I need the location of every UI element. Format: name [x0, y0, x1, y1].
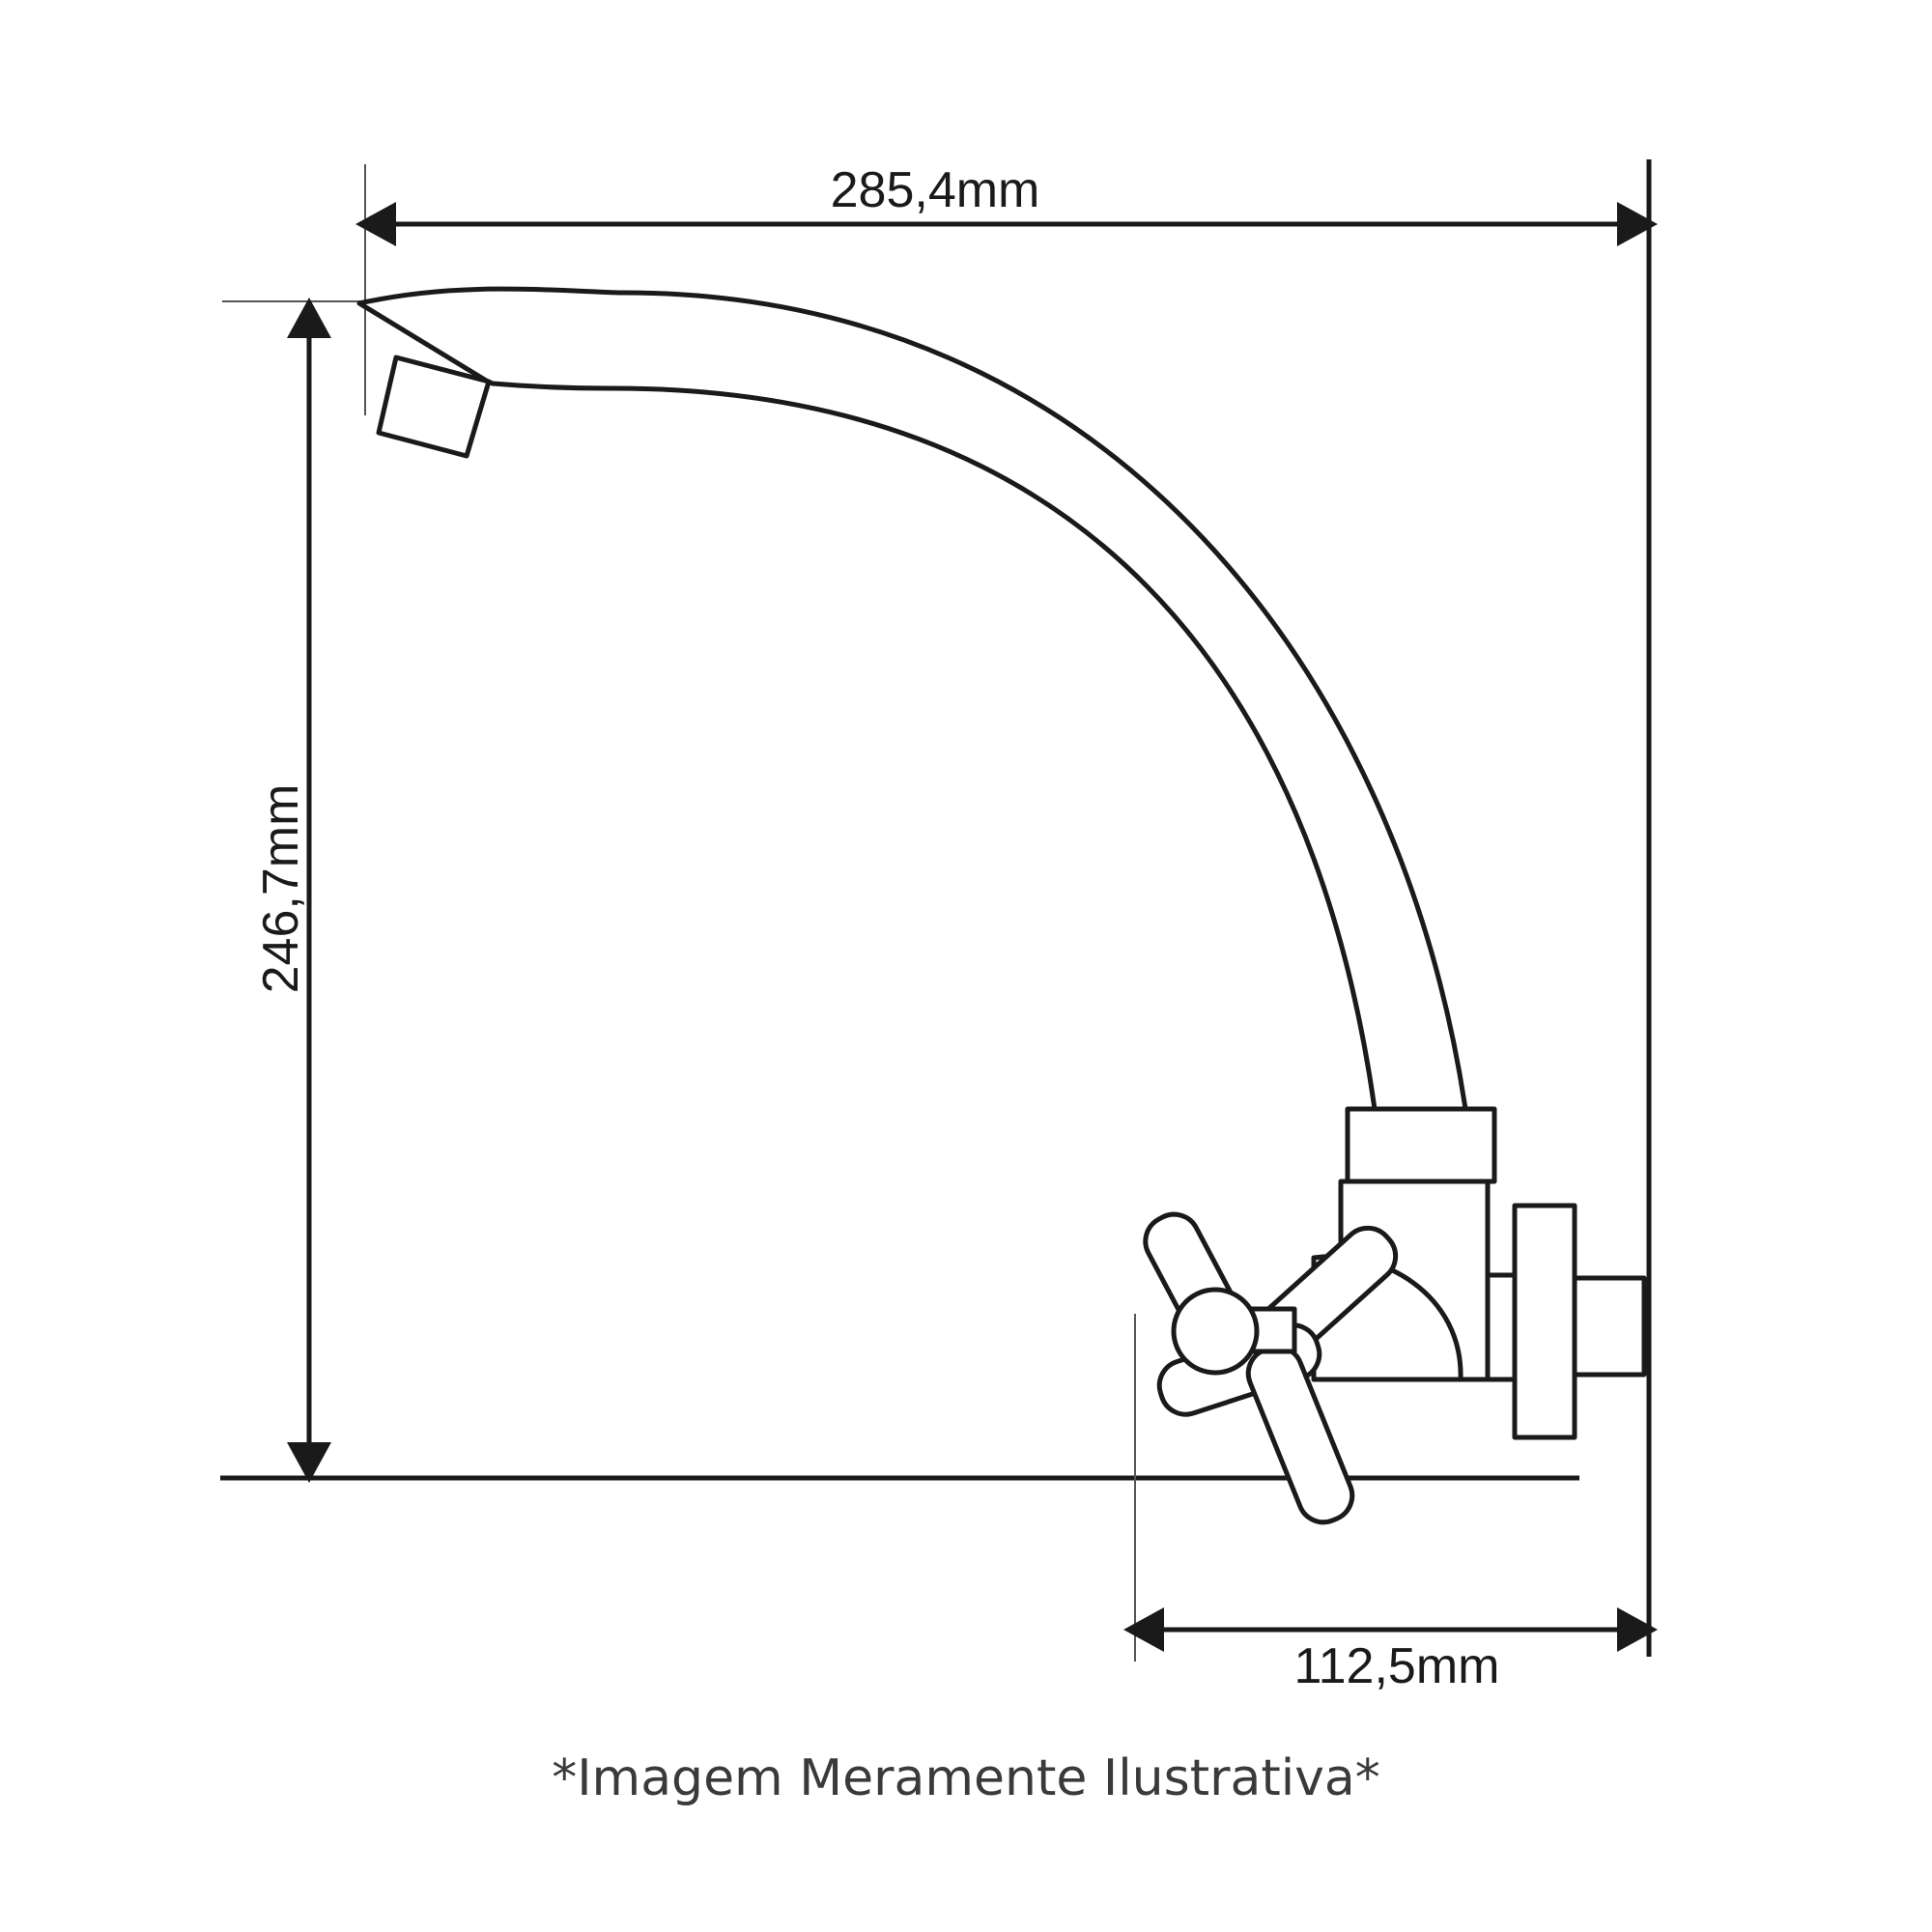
arrow-right-icon [1617, 202, 1658, 246]
dimension-width: 285,4mm [355, 162, 1658, 246]
spout-body [356, 286, 1468, 1112]
wall-nipple [1572, 1275, 1647, 1378]
arrow-up-icon [287, 298, 331, 338]
arrow-left-icon [1123, 1607, 1164, 1652]
cross-handle [1143, 1211, 1399, 1525]
dimension-label-width: 285,4mm [831, 162, 1040, 218]
arrow-down-icon [287, 1442, 331, 1483]
footnote: *Imagem Meramente Ilustrativa* [552, 1749, 1380, 1807]
spout-collar [1345, 1106, 1497, 1184]
wall-flange [1512, 1203, 1577, 1440]
arrow-right-icon [1617, 1607, 1658, 1652]
connector-nut [1485, 1272, 1518, 1382]
dimension-label-height: 246,7mm [253, 784, 309, 994]
faucet [356, 286, 1647, 1525]
aerator [376, 355, 492, 459]
dimension-label-projection: 112,5mm [1294, 1638, 1500, 1694]
arrow-left-icon [355, 202, 396, 246]
extension-lines [220, 159, 1652, 1662]
dimension-projection: 112,5mm [1123, 1607, 1658, 1694]
handle-cap [1171, 1287, 1260, 1376]
dimension-height: 246,7mm [253, 298, 331, 1483]
